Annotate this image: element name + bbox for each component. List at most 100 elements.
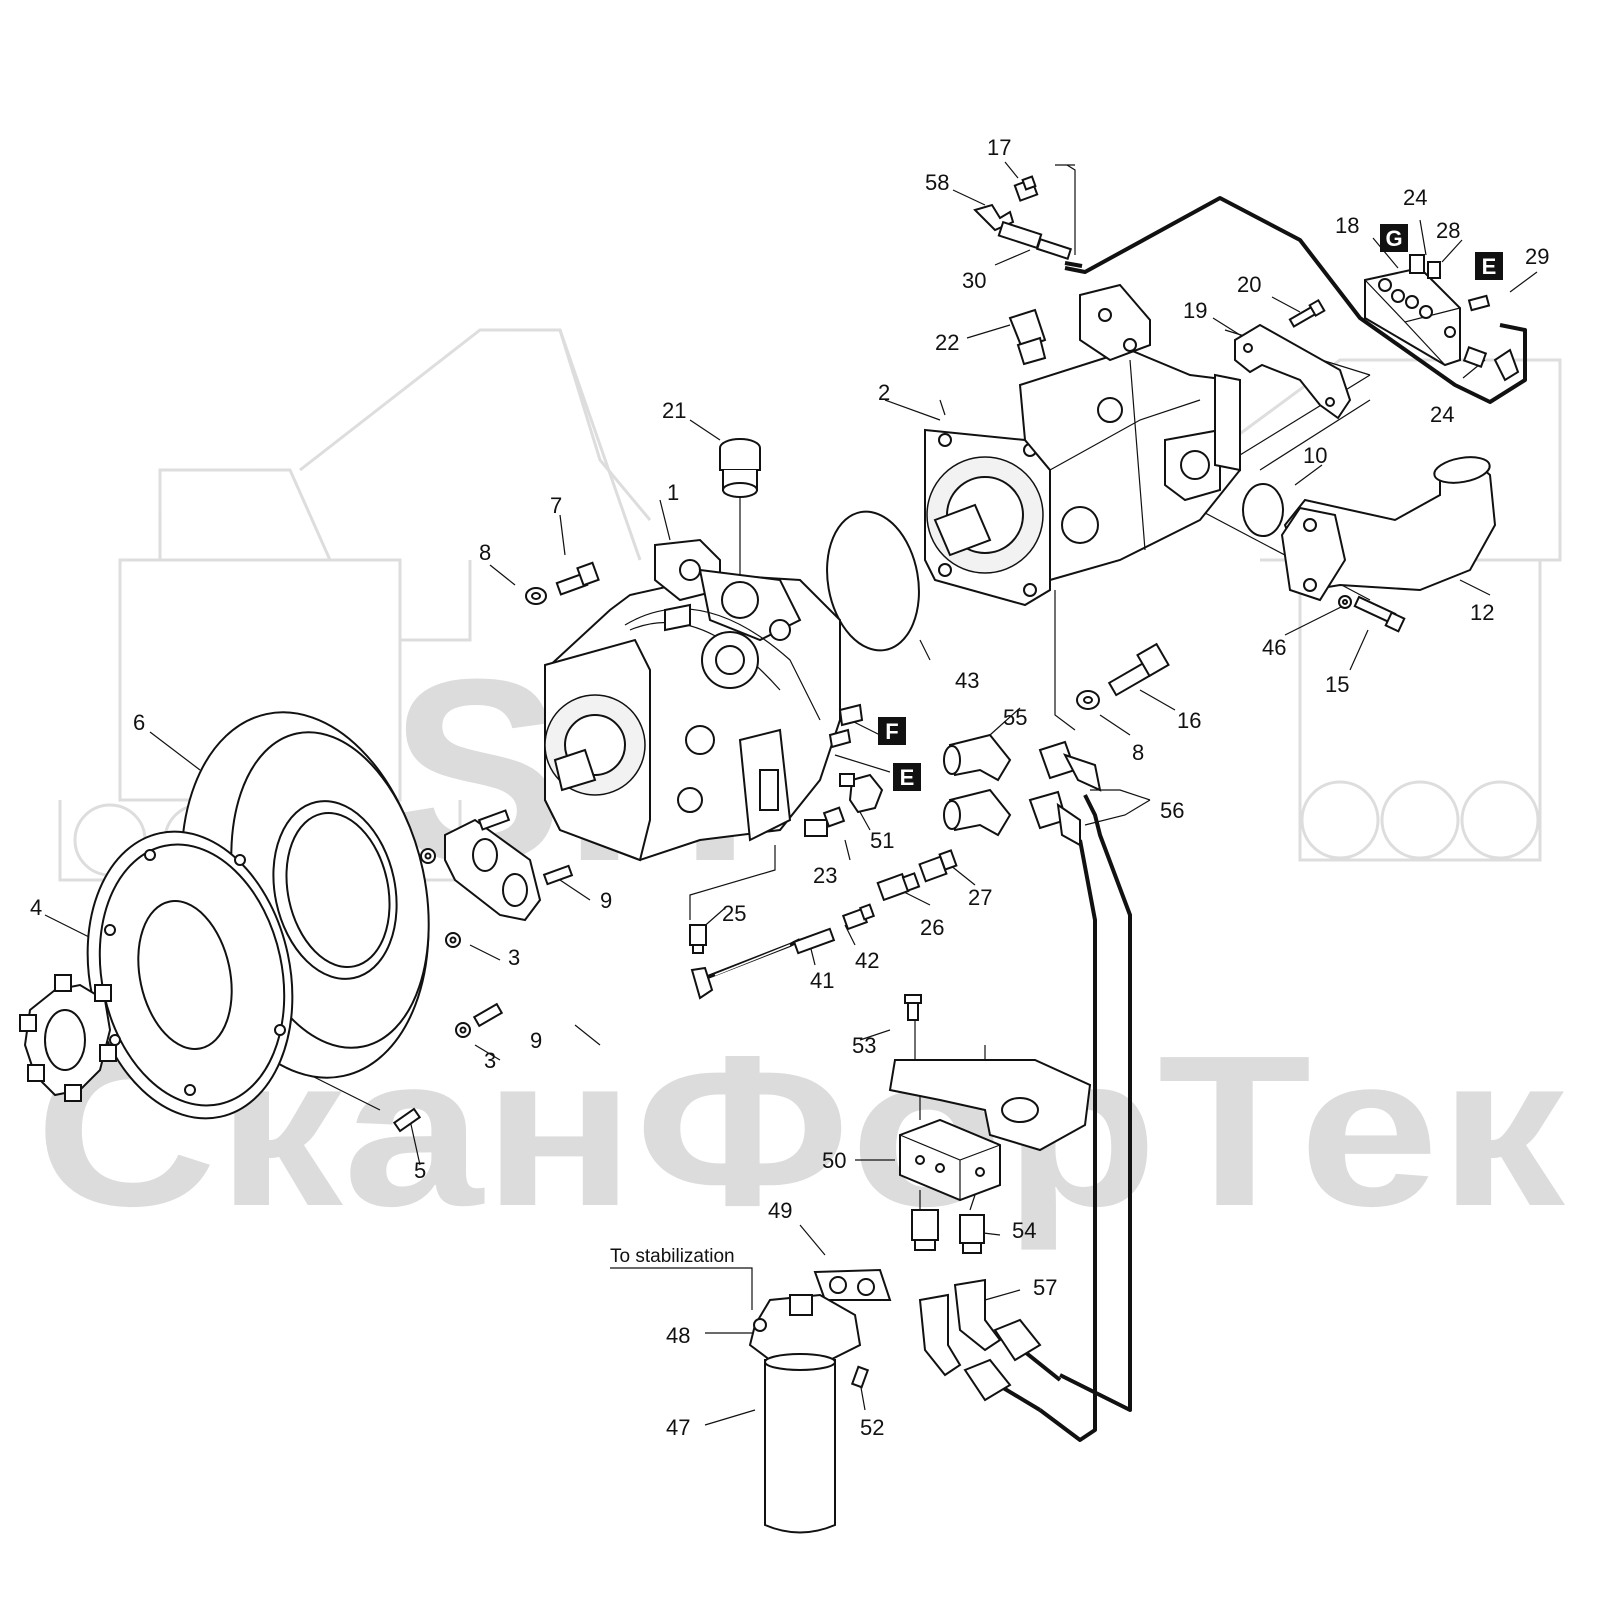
bolt-16	[1107, 642, 1170, 697]
callout-30: 30	[962, 268, 986, 293]
badge-g: G	[1380, 224, 1408, 252]
washer-3a	[420, 848, 436, 864]
o-ring-10	[1242, 483, 1284, 537]
fitting-57b	[918, 1293, 962, 1377]
hose-fitting-30	[997, 220, 1073, 260]
callout-26: 26	[920, 915, 944, 940]
fitting-57	[953, 1278, 1002, 1352]
callout-1: 1	[667, 480, 679, 505]
hose-icon	[1059, 794, 1132, 1412]
fitting-54a	[911, 1209, 939, 1251]
bolt-9b	[472, 1002, 504, 1028]
oil-filter-47	[764, 1353, 836, 1534]
callout-2: 2	[878, 380, 890, 405]
callout-47: 47	[666, 1415, 690, 1440]
callout-27: 27	[968, 885, 992, 910]
hydraulic-motor-2	[924, 283, 1242, 607]
elbow-fitting-55b	[943, 788, 1012, 837]
motor-control-valve	[1079, 283, 1151, 362]
callout-29: 29	[1525, 244, 1549, 269]
callout-50: 50	[822, 1148, 846, 1173]
callout-24b: 24	[1430, 402, 1454, 427]
bolt-20	[1288, 298, 1326, 328]
fitting-27	[918, 849, 958, 883]
callout-48: 48	[666, 1323, 690, 1348]
hose-end-lower-a	[993, 1318, 1042, 1362]
callout-5: 5	[414, 1158, 426, 1183]
bolt-52	[850, 1365, 870, 1389]
hose-icon	[1064, 196, 1527, 404]
callout-17: 17	[987, 135, 1011, 160]
callout-4: 4	[30, 895, 42, 920]
fitting-17	[1013, 175, 1039, 202]
gasket-49	[813, 1268, 892, 1301]
callout-22: 22	[935, 330, 959, 355]
callout-51: 51	[870, 828, 894, 853]
plug-22	[1008, 308, 1047, 366]
callout-49: 49	[768, 1198, 792, 1223]
bracket-19	[1234, 323, 1352, 420]
callout-6: 6	[133, 710, 145, 735]
bolt-7	[555, 561, 600, 596]
callout-20: 20	[1237, 272, 1261, 297]
callout-43: 43	[955, 668, 979, 693]
bolt-9-top	[477, 809, 511, 831]
callout-8: 8	[479, 540, 491, 565]
to-stabilization-label: To stabilization	[610, 1246, 735, 1267]
fitting-51	[839, 773, 884, 814]
callout-53: 53	[852, 1033, 876, 1058]
hose-end-56b	[1028, 790, 1081, 847]
callout-54: 54	[1012, 1218, 1036, 1243]
callout-21: 21	[662, 398, 686, 423]
washer-3b	[455, 1022, 471, 1038]
flexible-coupling-flange-4	[86, 830, 294, 1120]
callout-8b: 8	[1132, 740, 1144, 765]
callout-58: 58	[925, 170, 949, 195]
hose-icon	[1038, 839, 1097, 1442]
badge-f: F	[878, 717, 906, 745]
callout-56: 56	[1160, 798, 1184, 823]
callout-41: 41	[810, 968, 834, 993]
badge-e-mid: E	[893, 763, 921, 791]
callout-3b: 3	[484, 1048, 496, 1073]
badge-e-top: E	[1475, 252, 1503, 280]
washer-8	[525, 587, 547, 605]
callout-25: 25	[722, 901, 746, 926]
o-ring-43	[826, 510, 920, 652]
valve-block-18	[1364, 254, 1520, 382]
hydraulic-pump-1	[544, 538, 864, 862]
callout-46: 46	[1262, 635, 1286, 660]
callout-52: 52	[860, 1415, 884, 1440]
callout-18: 18	[1335, 213, 1359, 238]
bolt-9	[542, 864, 574, 886]
hose-end-lower-b	[963, 1358, 1012, 1402]
callout-23: 23	[813, 863, 837, 888]
bolt-53	[904, 994, 922, 1021]
badges: G E F E	[878, 224, 1503, 791]
mounting-bracket	[888, 1059, 1092, 1152]
callout-numbers: 1 2 3 3 4 5 6 7 8 8 9 9 10 12 15 16 17 1…	[30, 135, 1549, 1440]
washer-8b	[1076, 690, 1100, 710]
oil-filter-head-48	[748, 1293, 862, 1361]
elbow-pipe-12	[1280, 456, 1497, 602]
fitting-25	[689, 924, 714, 1000]
callout-9b: 9	[530, 1028, 542, 1053]
callout-16: 16	[1177, 708, 1201, 733]
fitting-42	[841, 903, 876, 931]
callout-28: 28	[1436, 218, 1460, 243]
callout-24: 24	[1403, 185, 1427, 210]
callout-57: 57	[1033, 1275, 1057, 1300]
gasket-plate	[444, 818, 542, 922]
callout-9: 9	[600, 888, 612, 913]
manifold-block-50	[899, 1118, 1001, 1202]
callout-7: 7	[550, 493, 562, 518]
callout-15: 15	[1325, 672, 1349, 697]
sensor-23	[804, 806, 846, 837]
callout-19: 19	[1183, 298, 1207, 323]
drive-coupling-4	[19, 974, 117, 1102]
badge-g-label: G	[1385, 226, 1402, 251]
plug-21	[719, 438, 761, 498]
badge-e-mid-label: E	[900, 765, 915, 790]
